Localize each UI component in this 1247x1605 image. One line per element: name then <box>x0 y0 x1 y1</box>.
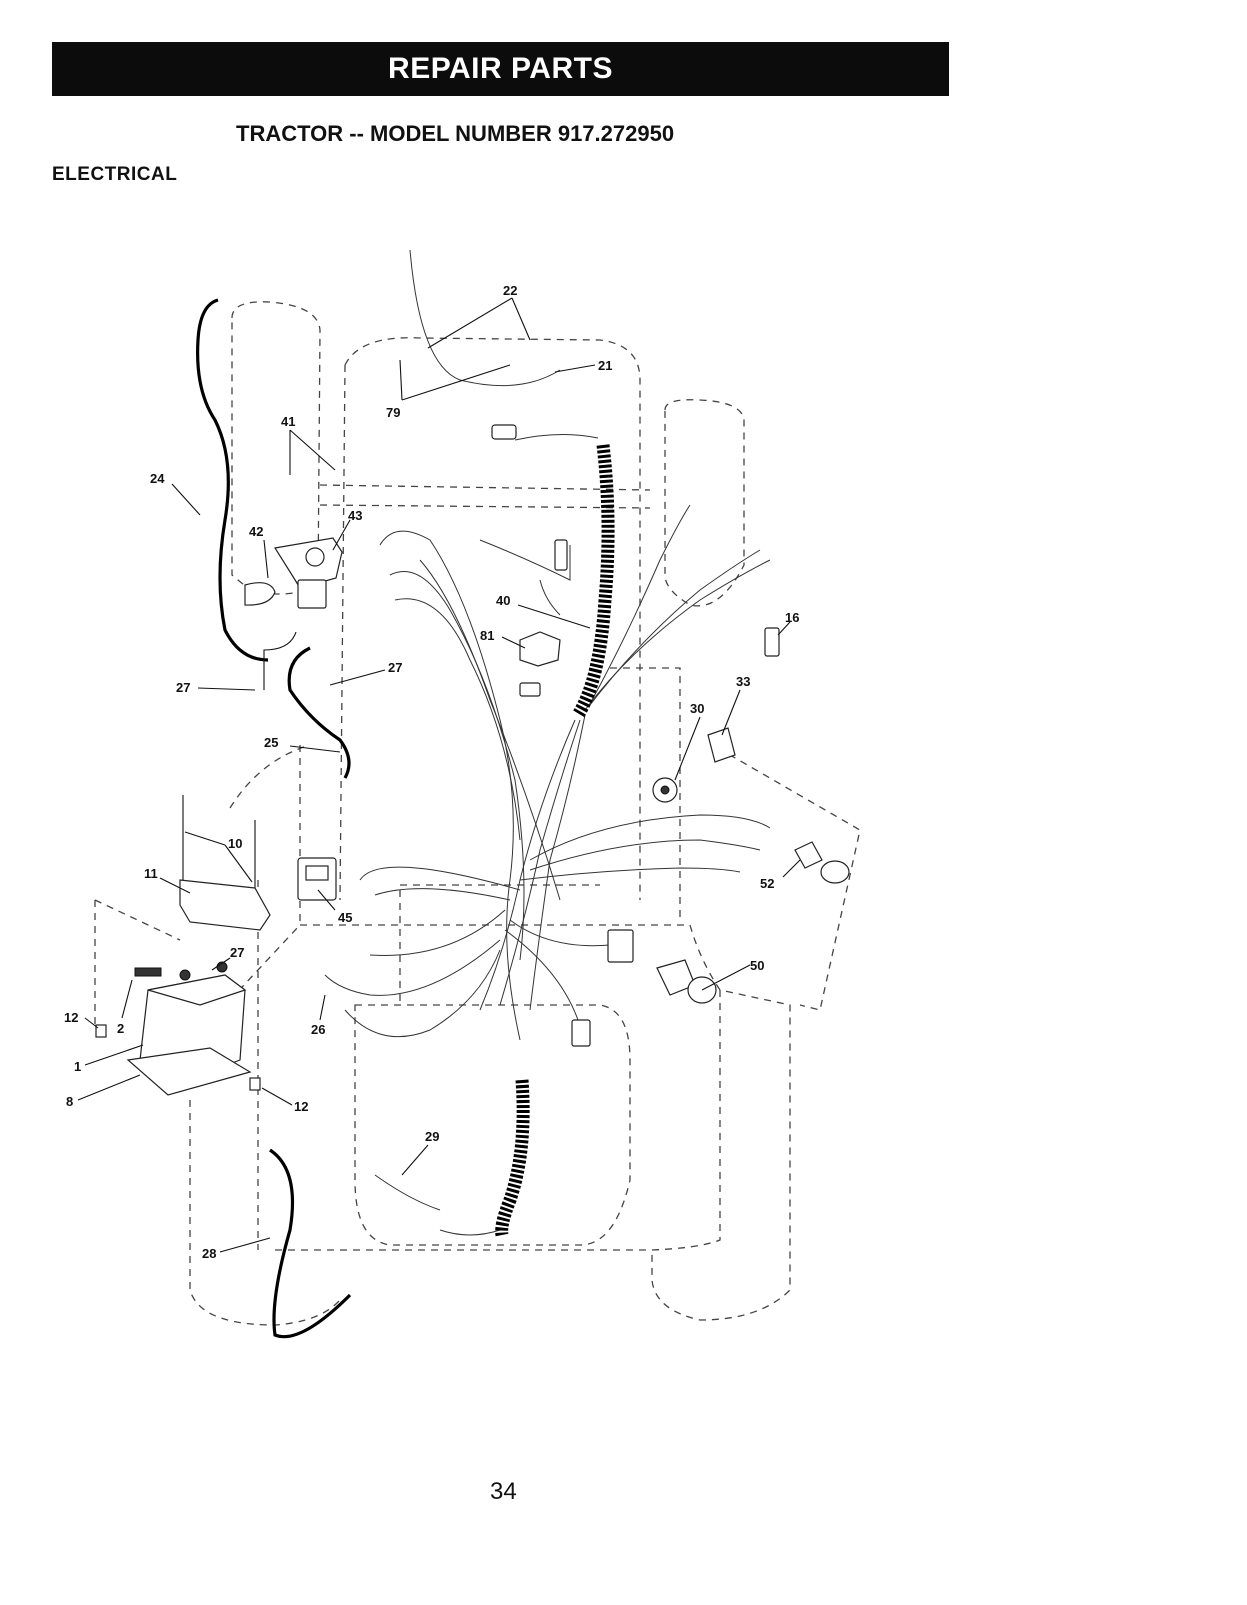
conduit-sleeve-29 <box>502 1080 523 1235</box>
cable-28 <box>270 1150 350 1337</box>
callout-27-left: 27 <box>176 680 190 695</box>
callout-2: 2 <box>117 1021 124 1036</box>
relay-81 <box>520 632 560 666</box>
callout-45: 45 <box>338 910 352 925</box>
callout-24: 24 <box>150 471 165 486</box>
switch-33 <box>708 728 735 762</box>
plug-52 <box>795 842 822 868</box>
callout-40: 40 <box>496 593 510 608</box>
callout-21: 21 <box>598 358 612 373</box>
wiring-harness <box>325 150 770 1235</box>
callout-12-left: 12 <box>64 1010 78 1025</box>
callout-8: 8 <box>66 1094 73 1109</box>
tractor-outline <box>95 302 860 1325</box>
page-number: 34 <box>490 1478 517 1506</box>
callout-25: 25 <box>264 735 278 750</box>
callout-50: 50 <box>750 958 764 973</box>
connector-block <box>608 930 633 962</box>
callout-12-right: 12 <box>294 1099 308 1114</box>
callout-27-battery: 27 <box>230 945 244 960</box>
callout-81: 81 <box>480 628 494 643</box>
callout-41: 41 <box>281 414 295 429</box>
callout-1: 1 <box>74 1059 81 1074</box>
cable-24 <box>198 300 268 660</box>
callout-22: 22 <box>503 283 517 298</box>
terminal-boot-42 <box>245 583 275 605</box>
connector-bottom <box>572 1020 590 1046</box>
callout-52: 52 <box>760 876 774 891</box>
switch-16 <box>765 628 779 656</box>
callout-29: 29 <box>425 1129 439 1144</box>
callout-33: 33 <box>736 674 750 689</box>
conduit-sleeve-40 <box>578 445 608 715</box>
callout-79: 79 <box>386 405 400 420</box>
connector-low <box>520 683 540 696</box>
cables <box>198 300 350 1337</box>
callout-16: 16 <box>785 610 799 625</box>
callout-10: 10 <box>228 836 242 851</box>
hold-down-11 <box>180 880 270 930</box>
connector-mid <box>555 540 567 570</box>
connector-top <box>492 425 516 439</box>
cable-25 <box>289 648 349 778</box>
callout-26: 26 <box>311 1022 325 1037</box>
leader-lines <box>78 298 800 1252</box>
callout-42: 42 <box>249 524 263 539</box>
callout-28: 28 <box>202 1246 216 1261</box>
callout-numbers: 22 21 79 41 24 43 42 40 81 16 27 27 33 3… <box>64 283 799 1261</box>
callout-43: 43 <box>348 508 362 523</box>
callout-11: 11 <box>144 866 158 881</box>
callout-30: 30 <box>690 701 704 716</box>
callout-27-center: 27 <box>388 660 402 675</box>
